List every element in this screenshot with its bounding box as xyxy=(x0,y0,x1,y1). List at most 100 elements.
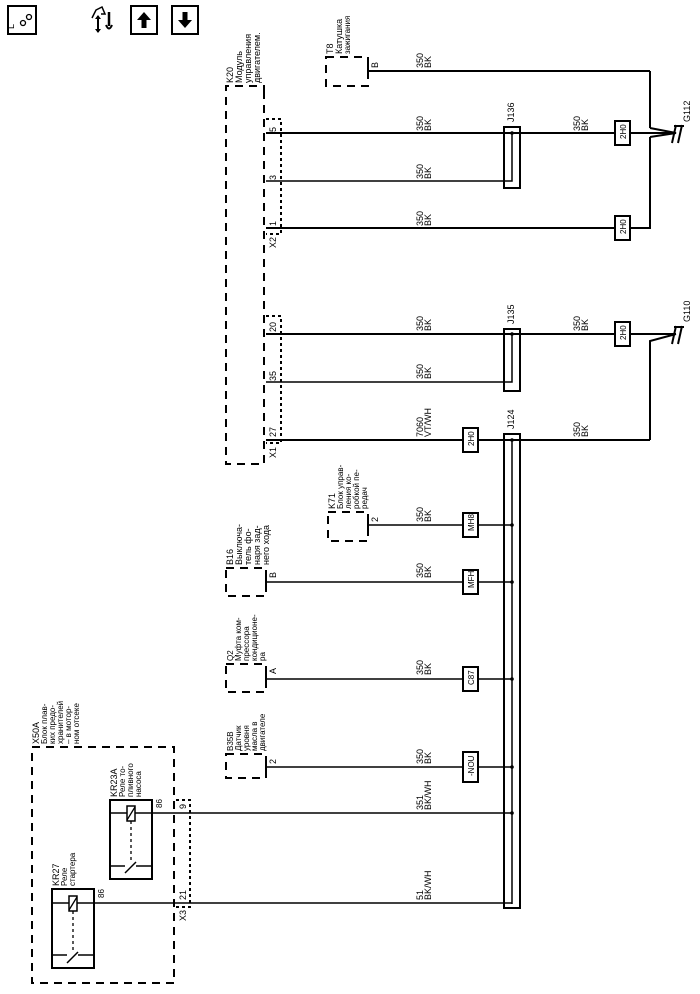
inline-connector-c87[interactable]: C87 xyxy=(462,666,479,692)
svg-text:27: 27 xyxy=(268,427,278,437)
svg-text:350: 350 xyxy=(415,749,425,764)
inline-connector-2h0[interactable]: 2H0 xyxy=(614,321,631,347)
svg-text:BK: BK xyxy=(423,510,433,522)
inline-connector-2h0[interactable]: 2H0 xyxy=(614,215,631,241)
connector-x1[interactable]: X1 20 35 27 xyxy=(266,315,282,458)
svg-text:робкой пе-: робкой пе- xyxy=(352,469,361,509)
component-b35b[interactable]: B35B Датчик уровня масла в двигателе 2 xyxy=(225,713,278,779)
svg-text:2: 2 xyxy=(370,517,380,522)
component-t8[interactable]: T8 Катушка зажигания B xyxy=(325,16,380,87)
svg-text:B16: B16 xyxy=(225,549,235,565)
wire-x1-35[interactable] xyxy=(266,334,513,383)
svg-text:350: 350 xyxy=(415,507,425,522)
svg-text:BK: BK xyxy=(423,566,433,578)
svg-text:двигателе: двигателе xyxy=(258,713,267,751)
svg-text:насоса: насоса xyxy=(134,771,143,797)
svg-text:2H0: 2H0 xyxy=(619,124,628,139)
svg-text:350: 350 xyxy=(415,364,425,379)
t8-pin: B xyxy=(370,62,380,68)
svg-text:86: 86 xyxy=(155,799,164,808)
svg-text:двигателем.: двигателем. xyxy=(252,32,262,83)
svg-text:350: 350 xyxy=(415,164,425,179)
svg-text:9: 9 xyxy=(178,804,188,809)
k20-housing xyxy=(225,85,265,465)
svg-text:J124: J124 xyxy=(506,409,516,429)
svg-text:X3: X3 xyxy=(178,910,188,921)
svg-text:BK: BK xyxy=(423,56,433,68)
locator-wrench-icon xyxy=(91,5,113,33)
relay-kr23a[interactable]: KR23A Реле то- пливного насоса 86 xyxy=(109,763,164,880)
component-q2[interactable]: Q2 Муфта ком- прессора кондиционе- ра A xyxy=(225,614,278,693)
svg-text:5: 5 xyxy=(268,127,278,132)
legend-button[interactable]: L xyxy=(7,5,37,35)
svg-text:351: 351 xyxy=(415,795,425,810)
svg-text:редач: редач xyxy=(360,487,369,509)
svg-text:BK/WH: BK/WH xyxy=(423,870,433,900)
t8-housing xyxy=(325,56,369,87)
svg-text:C87: C87 xyxy=(467,670,476,685)
svg-text:J135: J135 xyxy=(506,304,516,324)
inline-connector-mh8[interactable]: MH8 xyxy=(462,512,479,538)
svg-text:BK: BK xyxy=(580,119,590,131)
svg-text:Блок управ-: Блок управ- xyxy=(336,464,345,509)
svg-text:350: 350 xyxy=(415,211,425,226)
svg-text:BK: BK xyxy=(580,319,590,331)
inline-connector-mfh[interactable]: MFH xyxy=(462,569,479,595)
splice-j136[interactable]: J136 xyxy=(503,102,521,189)
svg-text:35: 35 xyxy=(268,371,278,381)
svg-text:350: 350 xyxy=(572,422,582,437)
svg-text:20: 20 xyxy=(268,322,278,332)
svg-text:2H0: 2H0 xyxy=(467,431,476,446)
svg-text:VT/WH: VT/WH xyxy=(423,408,433,437)
connector-x2[interactable]: X2 5 3 1 xyxy=(266,118,282,248)
svg-text:T8: T8 xyxy=(325,43,335,54)
wire-x2-1[interactable] xyxy=(266,137,651,229)
svg-text:-NOU: -NOU xyxy=(467,755,476,776)
svg-text:наря зад-: наря зад- xyxy=(252,525,262,565)
page-down-button[interactable] xyxy=(171,5,199,35)
loc-legend-icon: L xyxy=(9,13,33,29)
component-x50a[interactable]: X50A Блок плав- ких предо- хранителей – … xyxy=(31,701,175,984)
arrow-up-icon xyxy=(137,12,151,28)
svg-text:A: A xyxy=(268,668,278,674)
connector-x3[interactable]: X3 9 21 xyxy=(176,799,191,921)
svg-text:K20: K20 xyxy=(225,67,235,83)
svg-text:хранителей: хранителей xyxy=(56,701,65,744)
svg-text:Катушка: Катушка xyxy=(334,19,344,54)
svg-text:K71: K71 xyxy=(327,493,337,509)
svg-text:B35B: B35B xyxy=(226,731,235,751)
svg-text:MFH: MFH xyxy=(467,570,476,588)
page-up-button[interactable] xyxy=(130,5,158,35)
svg-text:ких предо-: ких предо- xyxy=(48,705,57,744)
splice-j124[interactable]: J124 xyxy=(503,409,521,909)
svg-text:BK: BK xyxy=(423,367,433,379)
relay-kr27[interactable]: KR27 Реле стартера 86 xyxy=(51,852,106,969)
inline-connector-2h0[interactable]: 2H0 xyxy=(614,120,631,146)
svg-text:Датчик: Датчик xyxy=(234,725,243,751)
svg-text:масла в: масла в xyxy=(250,721,259,751)
component-k20[interactable]: K20 Модуль управления двигателем. xyxy=(225,32,265,465)
svg-text:7060: 7060 xyxy=(415,417,425,437)
component-locator-button[interactable] xyxy=(88,4,122,34)
component-b16[interactable]: B16 Выключа- тель фо- наря зад- него ход… xyxy=(225,524,278,597)
svg-text:Блок плав-: Блок плав- xyxy=(40,703,49,744)
inline-connector-nou[interactable]: -NOU xyxy=(462,751,479,783)
svg-text:J136: J136 xyxy=(506,102,516,122)
wire-x2-3[interactable] xyxy=(266,133,513,182)
svg-text:Q2: Q2 xyxy=(226,650,235,661)
svg-text:2H0: 2H0 xyxy=(619,219,628,234)
ground-g110: G110 xyxy=(671,301,692,345)
svg-text:L: L xyxy=(9,24,16,29)
svg-text:BK: BK xyxy=(423,119,433,131)
svg-text:BK: BK xyxy=(423,214,433,226)
svg-text:X50A: X50A xyxy=(31,722,41,744)
svg-text:KR27: KR27 xyxy=(51,863,61,886)
svg-text:X1: X1 xyxy=(268,447,278,458)
svg-text:пливного: пливного xyxy=(126,763,135,797)
svg-text:стартера: стартера xyxy=(68,852,77,886)
component-k71[interactable]: K71 Блок управ- ления ко- робкой пе- ред… xyxy=(327,464,380,542)
svg-text:G110: G110 xyxy=(682,301,692,322)
inline-connector-2h0[interactable]: 2H0 xyxy=(462,427,479,453)
splice-j135[interactable]: J135 xyxy=(503,304,521,392)
